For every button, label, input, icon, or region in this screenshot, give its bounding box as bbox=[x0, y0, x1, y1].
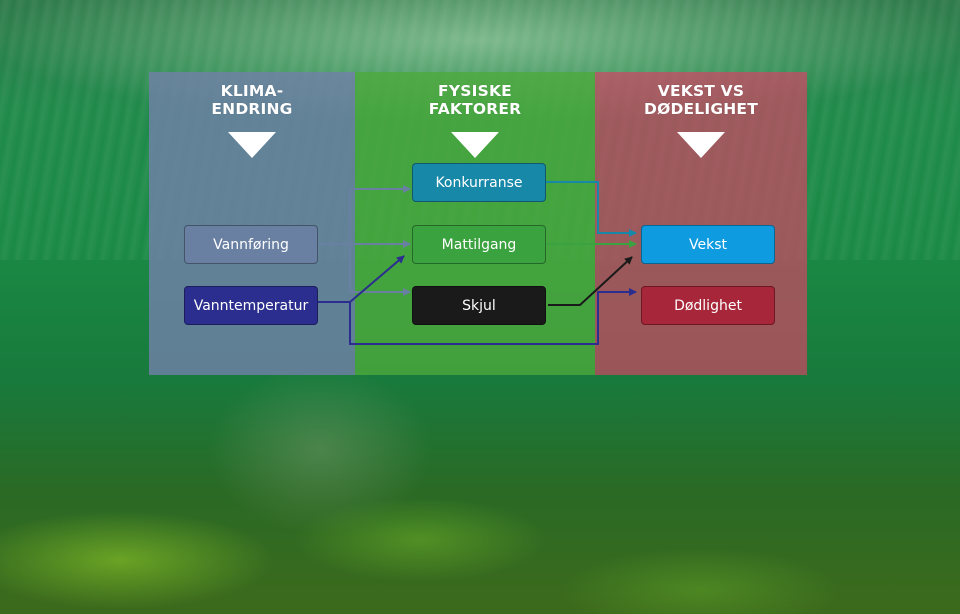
node-mattilgang: Mattilgang bbox=[412, 225, 546, 264]
node-vannforing: Vannføring bbox=[184, 225, 318, 264]
node-skjul: Skjul bbox=[412, 286, 546, 325]
klimaendring-title: KLIMA- ENDRING bbox=[149, 82, 355, 118]
node-vanntemperatur: Vanntemperatur bbox=[184, 286, 318, 325]
vekst-vs-dodelighet-column: VEKST VS DØDELIGHET bbox=[595, 72, 807, 375]
fysiske-faktorer-title: FYSISKE FAKTORER bbox=[355, 82, 595, 118]
vekst-vs-dodelighet-title: VEKST VS DØDELIGHET bbox=[595, 82, 807, 118]
down-triangle-icon bbox=[677, 132, 725, 158]
node-dodlighet: Dødlighet bbox=[641, 286, 775, 325]
node-konkurranse: Konkurranse bbox=[412, 163, 546, 202]
klimaendring-column: KLIMA- ENDRING bbox=[149, 72, 355, 375]
node-vekst: Vekst bbox=[641, 225, 775, 264]
down-triangle-icon bbox=[228, 132, 276, 158]
fysiske-faktorer-column: FYSISKE FAKTORER bbox=[355, 72, 595, 375]
down-triangle-icon bbox=[451, 132, 499, 158]
